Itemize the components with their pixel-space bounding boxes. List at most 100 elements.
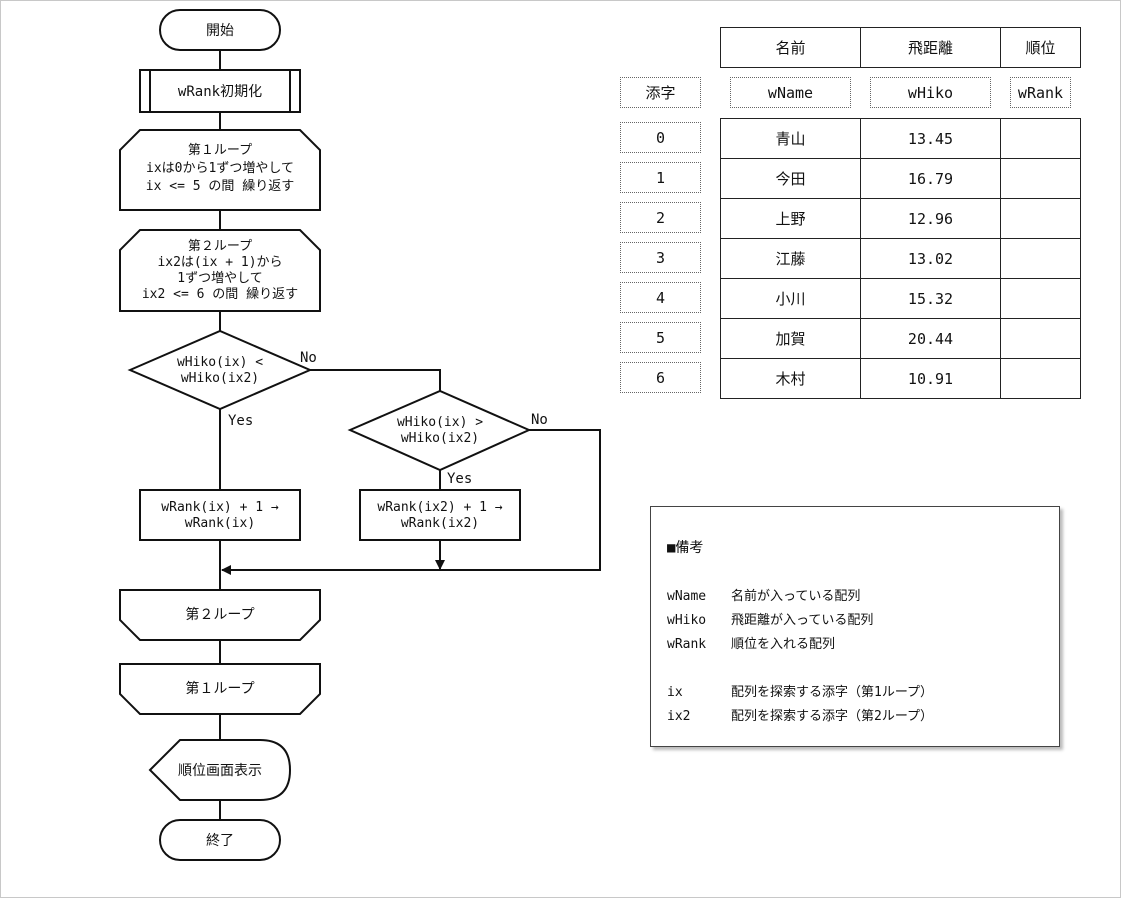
display-shape xyxy=(148,739,292,801)
flowchart-text-line: wRank(ix) xyxy=(185,516,255,531)
row-index: 4 xyxy=(620,282,701,313)
note-item: ix2 配列を探索する添字（第2ループ） xyxy=(667,705,933,724)
flowchart-text-line: ixは0から1ずつ増やして xyxy=(146,161,294,176)
note-desc: 配列を探索する添字（第1ループ） xyxy=(731,685,934,700)
note-key: wRank xyxy=(667,637,707,652)
loop1-end-text: 第１ループ xyxy=(185,680,254,697)
note-desc: 名前が入っている配列 xyxy=(731,589,861,604)
flowchart-text-line: ix2 <= 6 の間 繰り返す xyxy=(142,287,298,302)
flowchart-text-line: wRank初期化 xyxy=(178,83,262,100)
row-name: 今田 xyxy=(720,158,861,199)
note-key: ix xyxy=(667,685,683,700)
row-name: 木村 xyxy=(720,358,861,399)
header-rank: 順位 xyxy=(1000,27,1081,68)
row-hiko: 13.02 xyxy=(860,238,1001,279)
loop1-end xyxy=(119,663,321,715)
decision1-text: wHiko(ix) <wHiko(ix2) xyxy=(177,355,263,386)
note-desc: 順位を入れる配列 xyxy=(731,637,836,652)
display-text: 順位画面表示 xyxy=(178,763,262,779)
row-rank xyxy=(1000,278,1081,319)
flowchart-text-line: wHiko(ix) > xyxy=(397,415,483,430)
row-index: 2 xyxy=(620,202,701,233)
flowchart-text-line: ix2は(ix + 1)から xyxy=(157,255,282,270)
note-desc: 配列を探索する添字（第2ループ） xyxy=(731,709,934,724)
index-label: 添字 xyxy=(620,77,701,108)
flowchart-text-line: wHiko(ix2) xyxy=(401,431,479,446)
flowchart-text-line: 第２ループ xyxy=(185,606,254,623)
decision2 xyxy=(347,389,532,472)
note-item: ix 配列を探索する添字（第1ループ） xyxy=(667,681,933,700)
row-rank xyxy=(1000,158,1081,199)
process2-text: wRank(ix2) + 1 →wRank(ix2) xyxy=(377,500,502,531)
row-rank xyxy=(1000,318,1081,359)
row-rank xyxy=(1000,238,1081,279)
flowchart-text-line: 第２ループ xyxy=(188,239,252,254)
row-hiko: 15.32 xyxy=(860,278,1001,319)
row-name: 上野 xyxy=(720,198,861,239)
note-key: wHiko xyxy=(667,613,707,628)
decision1 xyxy=(127,329,313,411)
note-key: wName xyxy=(667,589,707,604)
header-hiko: 飛距離 xyxy=(860,27,1001,68)
flowchart-text-line: 終了 xyxy=(206,833,234,849)
flowchart-text-line: wHiko(ix) < xyxy=(177,355,263,370)
row-index: 0 xyxy=(620,122,701,153)
row-name: 小川 xyxy=(720,278,861,319)
flowchart-text-line: wRank(ix2) xyxy=(401,516,479,531)
process2 xyxy=(359,489,521,541)
row-hiko: 16.79 xyxy=(860,158,1001,199)
flowchart-text-line: wRank(ix2) + 1 → xyxy=(377,500,502,515)
note-key: ix2 xyxy=(667,709,691,724)
loop2-end-text: 第２ループ xyxy=(185,606,254,623)
row-index: 1 xyxy=(620,162,701,193)
flowchart-text-line: wHiko(ix2) xyxy=(181,371,259,386)
note-desc: 飛距離が入っている配列 xyxy=(731,613,874,628)
loop1-start xyxy=(119,129,321,211)
note-item: wRank 順位を入れる配列 xyxy=(667,633,835,652)
row-hiko: 12.96 xyxy=(860,198,1001,239)
loop2-start xyxy=(119,229,321,312)
row-hiko: 10.91 xyxy=(860,358,1001,399)
start-terminal xyxy=(159,9,281,51)
decision2-no-label: No xyxy=(531,412,548,428)
note-item: wName 名前が入っている配列 xyxy=(667,585,860,604)
loop2-end xyxy=(119,589,321,641)
decision1-yes-label: Yes xyxy=(228,413,253,429)
flowchart-text-line: No xyxy=(531,412,548,428)
row-hiko: 13.45 xyxy=(860,118,1001,159)
loop1-head-text: 第１ループ ixは0から1ずつ増やして ix <= 5 の間 繰り返す xyxy=(146,143,294,194)
row-rank xyxy=(1000,358,1081,399)
notes-box: ■備考 wName 名前が入っている配列 wHiko 飛距離が入っている配列 wRank… xyxy=(650,506,1060,747)
row-name: 加賀 xyxy=(720,318,861,359)
flowchart-text-line: 1ずつ増やして xyxy=(177,271,262,286)
init-process xyxy=(139,69,301,113)
decision2-text: wHiko(ix) >wHiko(ix2) xyxy=(397,415,483,446)
row-index: 5 xyxy=(620,322,701,353)
notes-title: ■備考 xyxy=(667,540,704,556)
start-label: 開始 xyxy=(206,23,234,39)
flowchart-text-line: Yes xyxy=(447,471,472,487)
flowchart-text-line: 第１ループ xyxy=(185,680,254,697)
process1-text: wRank(ix) + 1 →wRank(ix) xyxy=(161,500,279,531)
flowchart-text-line: ix <= 5 の間 繰り返す xyxy=(146,179,294,194)
row-rank xyxy=(1000,118,1081,159)
row-name: 青山 xyxy=(720,118,861,159)
header-name: 名前 xyxy=(720,27,861,68)
note-item: wHiko 飛距離が入っている配列 xyxy=(667,609,873,628)
array-name-wrank: wRank xyxy=(1010,77,1071,108)
flowchart-text-line: Yes xyxy=(228,413,253,429)
flowchart-text-line: wRank(ix) + 1 → xyxy=(161,500,279,515)
end-label: 終了 xyxy=(206,833,234,849)
row-hiko: 20.44 xyxy=(860,318,1001,359)
row-rank xyxy=(1000,198,1081,239)
init-label: wRank初期化 xyxy=(178,83,262,100)
flowchart-text-line: 第１ループ xyxy=(188,143,252,158)
row-index: 6 xyxy=(620,362,701,393)
flowchart-text-line: 順位画面表示 xyxy=(178,763,262,779)
array-name-wname: wName xyxy=(730,77,851,108)
row-name: 江藤 xyxy=(720,238,861,279)
row-index: 3 xyxy=(620,242,701,273)
decision2-yes-label: Yes xyxy=(447,471,472,487)
